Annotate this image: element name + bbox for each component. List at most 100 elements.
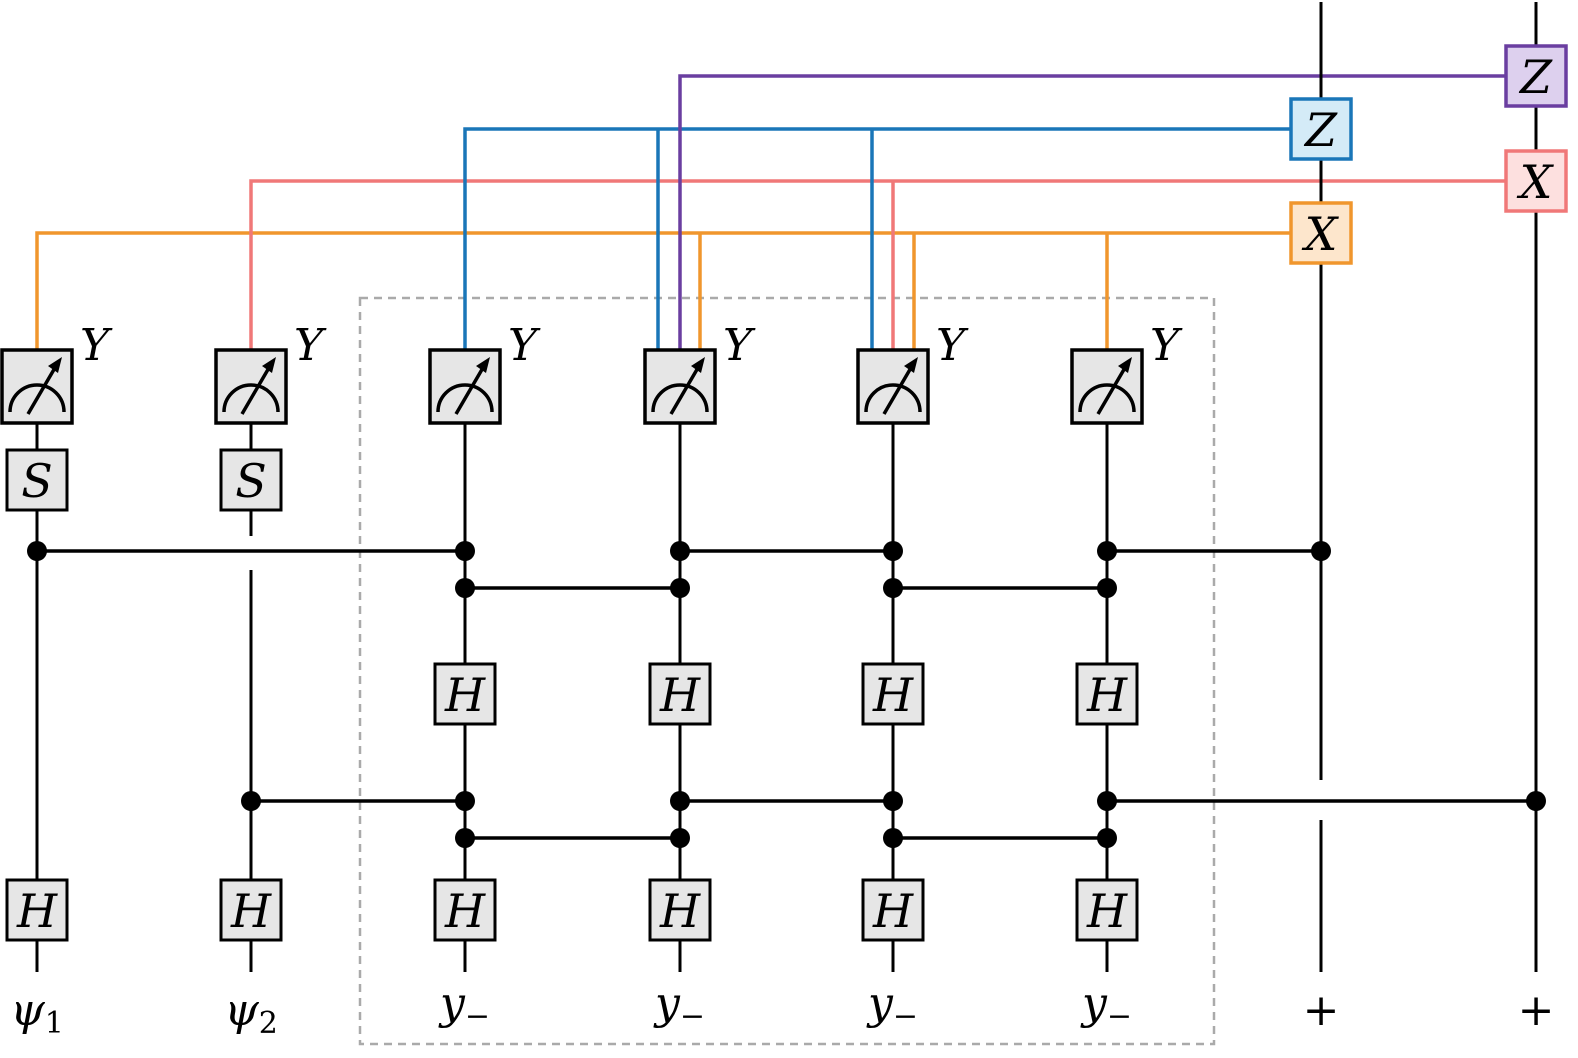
h-gate-q6-mid: H [1075, 662, 1139, 726]
measurement-q2 [214, 348, 288, 425]
basis-label-q3: Y [508, 320, 541, 371]
control-dot-icon [241, 791, 261, 811]
svg-text:H: H [872, 884, 914, 938]
classical-wires [35, 74, 1506, 350]
control-dot-icon [883, 828, 903, 848]
input-label-q4: y− [653, 978, 705, 1034]
input-label-q2: ψ2 [224, 985, 278, 1041]
correction-z-q7: Z [1289, 97, 1353, 161]
h-gate-q4-mid: H [648, 662, 712, 726]
h-gate-q6: H [1075, 878, 1139, 942]
meter-icon [1078, 383, 1136, 413]
control-dot-icon [1097, 541, 1117, 561]
meter-needle-icon [669, 365, 701, 415]
svg-text:Z: Z [1518, 50, 1553, 104]
svg-text:H: H [230, 884, 272, 938]
meter-icon [8, 383, 66, 413]
h-gate-q3: H [433, 878, 497, 942]
input-label-q1: ψ1 [10, 985, 64, 1041]
control-dot-icon [455, 578, 475, 598]
control-dot-icon [455, 791, 475, 811]
control-dot-icon [455, 828, 475, 848]
svg-text:X: X [1517, 155, 1555, 209]
meter-arrowhead-icon [691, 357, 705, 373]
svg-text:H: H [1086, 884, 1128, 938]
basis-label-q5: Y [936, 320, 969, 371]
meter-icon [436, 383, 494, 413]
measurement-q3 [428, 348, 502, 425]
meter-arrowhead-icon [476, 357, 490, 373]
s-gate-q1: S [5, 448, 69, 512]
svg-text:S: S [235, 454, 267, 508]
input-label-q3: y− [438, 978, 490, 1034]
basis-label-q1: Y [80, 320, 113, 371]
input-label-q6: y− [1080, 978, 1132, 1034]
pink-wire [249, 179, 1506, 350]
meter-needle-icon [454, 365, 486, 415]
input-label-q8: + [1518, 985, 1555, 1036]
control-dot-icon [1097, 791, 1117, 811]
input-label-q7: + [1303, 985, 1340, 1036]
meter-needle-icon [1096, 365, 1128, 415]
svg-text:H: H [444, 884, 486, 938]
s-gate-q2: S [219, 448, 283, 512]
svg-text:Z: Z [1303, 103, 1338, 157]
h-gate-q5-mid: H [861, 662, 925, 726]
control-dot-icon [27, 541, 47, 561]
meter-icon [222, 383, 280, 413]
meter-needle-icon [882, 365, 914, 415]
control-dot-icon [883, 578, 903, 598]
meter-arrowhead-icon [262, 357, 276, 373]
measurement-q6 [1070, 348, 1144, 425]
svg-text:S: S [21, 454, 53, 508]
correction-x-q7: X [1289, 201, 1353, 265]
meter-icon [651, 383, 709, 413]
meter-needle-icon [26, 365, 58, 415]
h-gate-q2: H [219, 878, 283, 942]
svg-text:H: H [1086, 668, 1128, 722]
h-gate-q3-mid: H [433, 662, 497, 726]
control-dot-icon [883, 541, 903, 561]
blue-wire [463, 127, 1290, 350]
h-gate-q4: H [648, 878, 712, 942]
control-dot-icon [1311, 541, 1331, 561]
svg-text:X: X [1302, 207, 1340, 261]
control-dot-icon [670, 828, 690, 848]
control-dot-icon [670, 541, 690, 561]
measurement-q4 [643, 348, 717, 425]
control-dot-icon [455, 541, 475, 561]
measurement-q5 [856, 348, 930, 425]
basis-label-q2: Y [294, 320, 327, 371]
correction-z-q8: Z [1504, 44, 1568, 108]
control-dot-icon [670, 578, 690, 598]
meter-arrowhead-icon [48, 357, 62, 373]
purple-wire [678, 74, 1506, 350]
input-label-q5: y− [866, 978, 918, 1034]
meter-arrowhead-icon [1118, 357, 1132, 373]
control-dot-icon [883, 791, 903, 811]
svg-text:H: H [16, 884, 58, 938]
correction-x-q8: X [1504, 149, 1568, 213]
svg-text:H: H [444, 668, 486, 722]
meter-needle-icon [240, 365, 272, 415]
basis-label-q4: Y [723, 320, 756, 371]
control-dot-icon [670, 791, 690, 811]
control-dot-icon [1097, 828, 1117, 848]
h-gate-q1: H [5, 878, 69, 942]
control-dots [27, 541, 1546, 848]
dashed-region-box [358, 296, 1216, 1046]
control-dot-icon [1526, 791, 1546, 811]
cz-connections [37, 549, 1536, 840]
basis-label-q6: Y [1150, 320, 1183, 371]
control-dot-icon [1097, 578, 1117, 598]
h-gate-q5: H [861, 878, 925, 942]
meter-arrowhead-icon [904, 357, 918, 373]
svg-text:H: H [659, 668, 701, 722]
orange-wire [35, 231, 1290, 350]
measurement-q1 [0, 348, 74, 425]
svg-text:H: H [872, 668, 914, 722]
meter-icon [864, 383, 922, 413]
svg-text:H: H [659, 884, 701, 938]
